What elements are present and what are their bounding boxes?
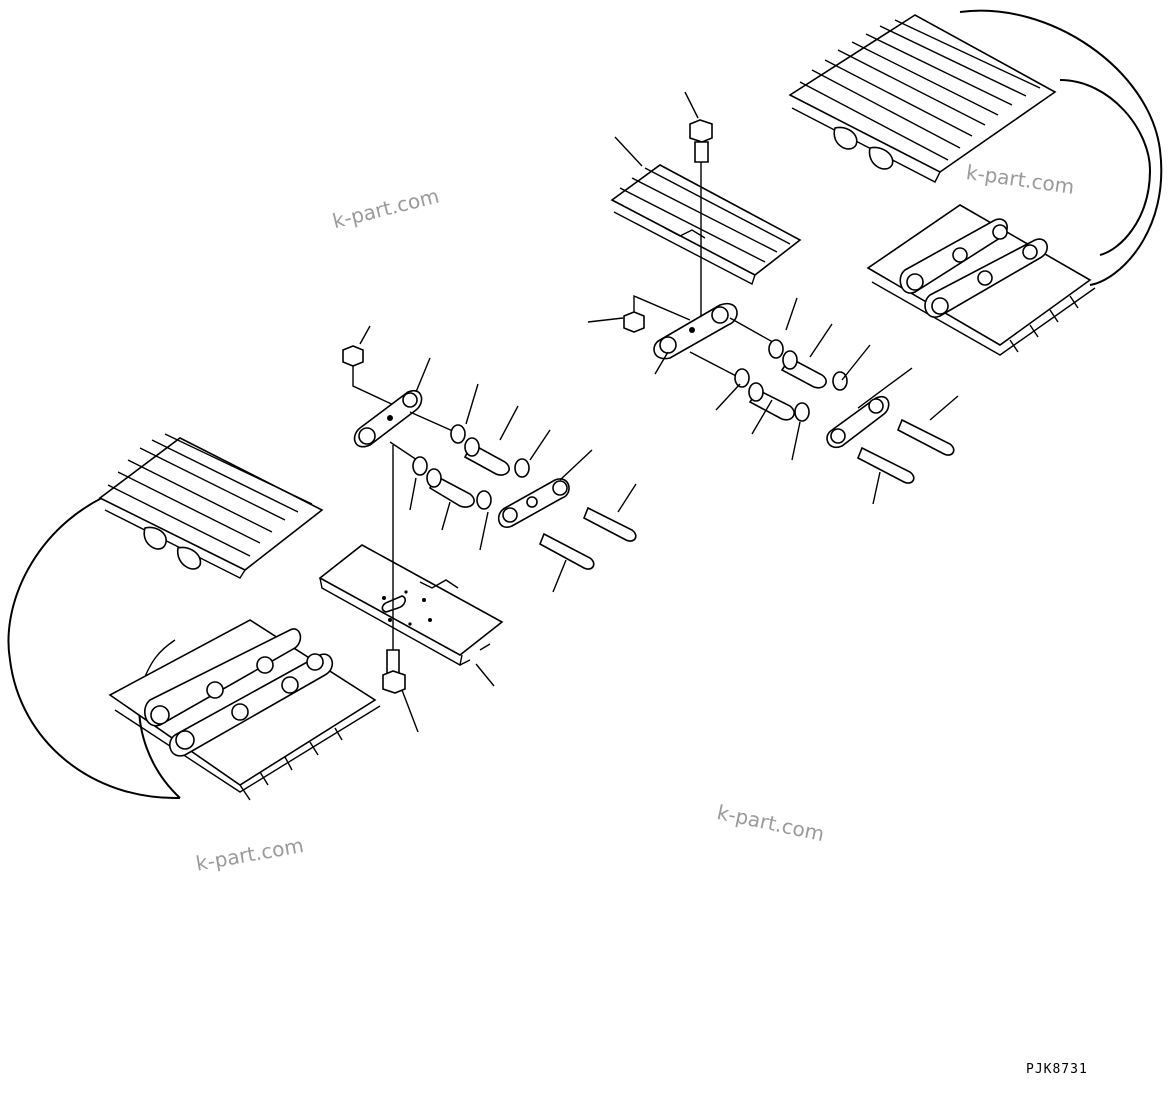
right-master-link-upper (653, 302, 738, 360)
right-spacers-and-bushings (734, 339, 848, 422)
callout-leader-lines (359, 91, 959, 733)
left-upper-track-shoes (98, 433, 324, 579)
lower-loose-track-shoe (318, 544, 504, 667)
upper-loose-track-shoe (610, 164, 802, 286)
left-shoe-nut (342, 345, 401, 409)
right-master-link-lower (826, 395, 890, 449)
left-track-loop (7, 433, 381, 801)
drawing-code: PJK8731 (1026, 1062, 1088, 1077)
left-track-pins (538, 506, 637, 570)
left-spacers-and-bushings (412, 424, 530, 510)
upper-shoe-bolt (689, 119, 713, 320)
right-track-loop (788, 9, 1163, 356)
upper-shoe-nut (623, 294, 691, 333)
assembly-guide-lines-right (689, 317, 779, 379)
left-master-link-upper (353, 389, 423, 448)
right-lower-track-shoes (866, 204, 1096, 356)
right-upper-track-shoes (788, 14, 1057, 183)
left-master-link-lower (497, 478, 570, 528)
right-track-pins (856, 418, 955, 484)
lower-shoe-bolt (382, 445, 406, 694)
left-lower-track-shoes (108, 619, 381, 801)
